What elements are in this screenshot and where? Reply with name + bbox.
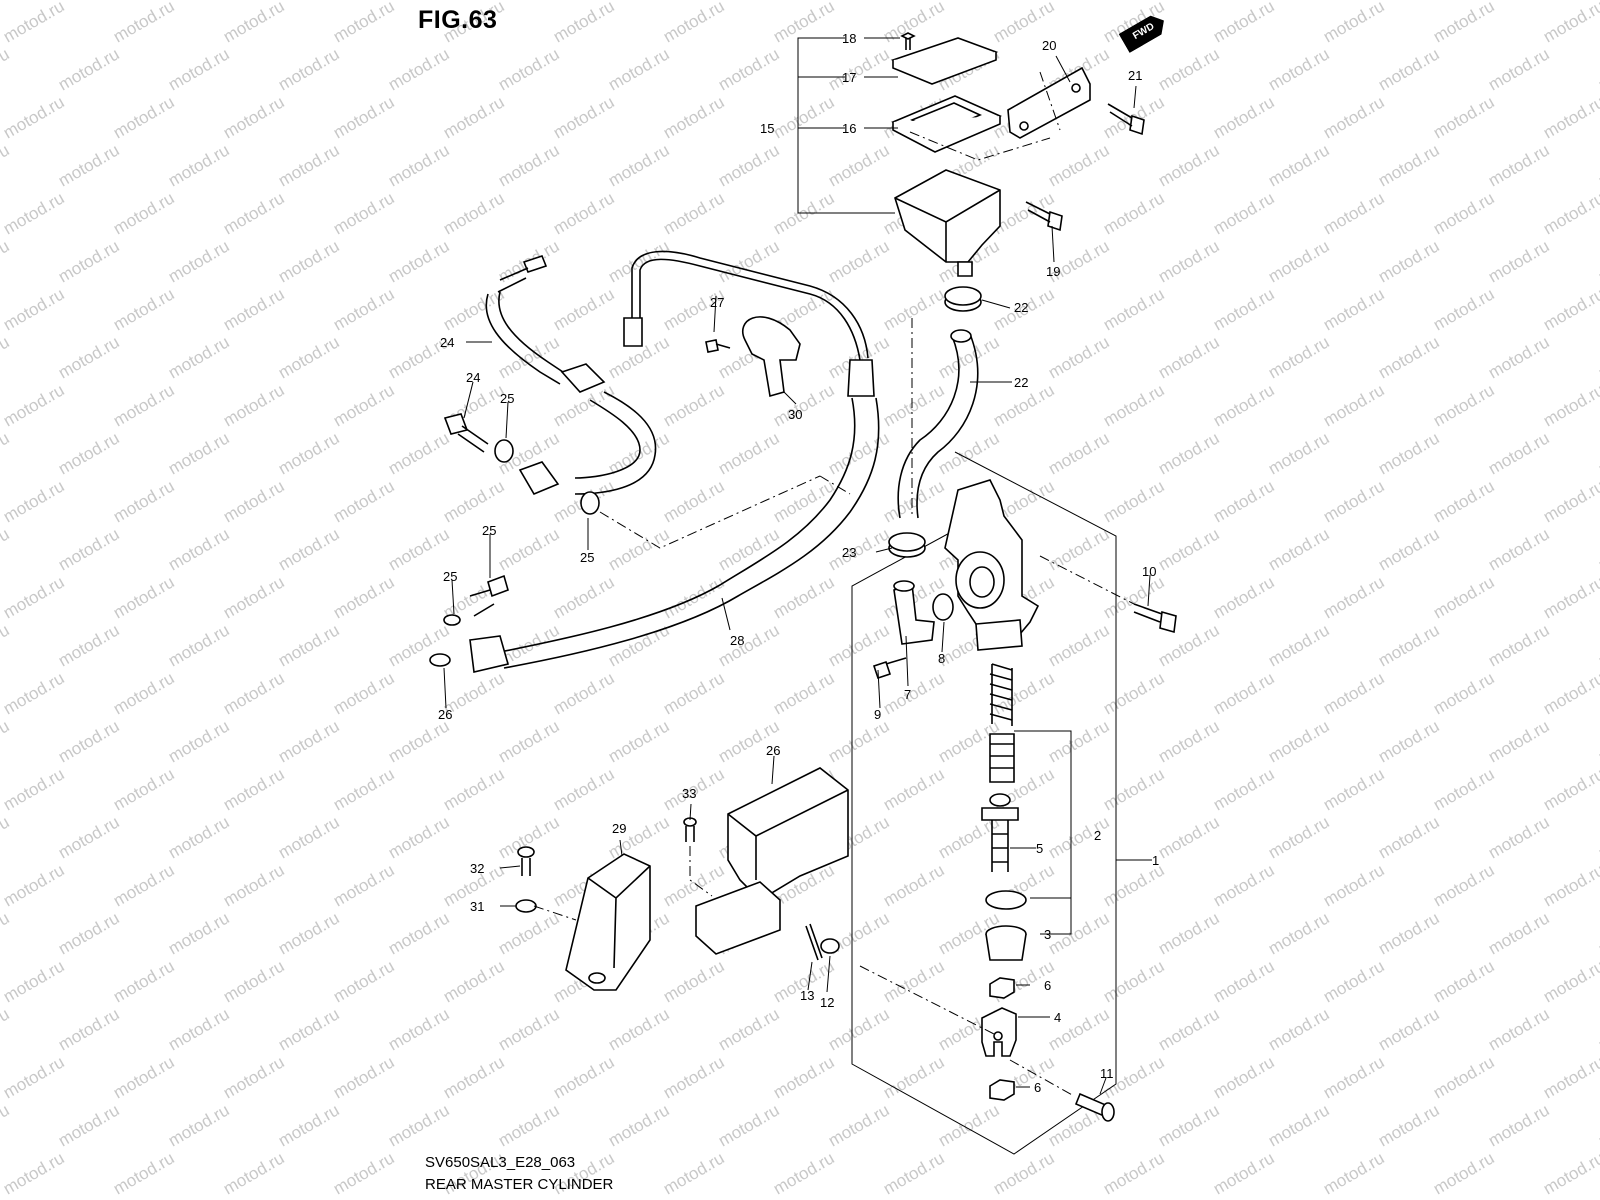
hose-clamp-top <box>944 286 982 312</box>
callout-13: 13 <box>800 988 814 1003</box>
screw-10 <box>1133 603 1177 634</box>
callout-28: 28 <box>730 633 744 648</box>
screw-33 <box>683 817 697 842</box>
union-bolt-24-top <box>443 413 489 453</box>
leader-lines <box>443 37 1152 1095</box>
callout-8: 8 <box>938 651 945 666</box>
callout-27: 27 <box>710 295 724 310</box>
callout-4: 4 <box>1054 1010 1061 1025</box>
callout-25-b: 25 <box>580 550 594 565</box>
hose-guide-30 <box>742 316 801 398</box>
brake-hose-23 <box>485 255 657 496</box>
return-spring <box>989 663 1013 726</box>
callout-6-top: 6 <box>1044 978 1051 993</box>
callout-30: 30 <box>788 407 802 422</box>
cover-26 <box>695 767 849 955</box>
piston <box>989 733 1015 783</box>
callout-25-d: 26 <box>438 707 452 722</box>
callout-17: 18 <box>842 31 856 46</box>
callout-2: 2 <box>1094 828 1101 843</box>
reservoir-body <box>894 169 1001 277</box>
callout-19: 20 <box>1042 38 1056 53</box>
figure-title: FIG.63 <box>418 6 498 34</box>
callout-29: 29 <box>612 821 626 836</box>
screw-9 <box>872 657 907 680</box>
callout-33: 33 <box>682 786 696 801</box>
boot-3 <box>985 925 1027 961</box>
diagram-title: REAR MASTER CYLINDER <box>425 1176 614 1193</box>
bolt-27 <box>705 339 731 353</box>
callout-14: 15 <box>760 121 774 136</box>
washer-25-d <box>429 653 451 667</box>
callout-12: 12 <box>820 995 834 1010</box>
callout-20: 21 <box>1128 68 1142 83</box>
callout-23: 24 <box>440 335 454 350</box>
screw-32 <box>517 846 535 876</box>
callout-3: 3 <box>1044 927 1051 942</box>
snap-ring <box>985 890 1027 910</box>
callout-24-low: 25 <box>482 523 496 538</box>
union-bolt-24-low <box>469 574 509 617</box>
o-ring-8 <box>932 593 954 621</box>
callout-10: 10 <box>1142 564 1156 579</box>
callout-25-c: 25 <box>443 569 457 584</box>
nut-6-top <box>989 977 1015 999</box>
reservoir-cap <box>890 37 999 85</box>
alignment-lines <box>533 71 1135 1097</box>
callout-11: 11 <box>1100 1066 1114 1081</box>
reservoir-hose <box>897 329 979 519</box>
heel-guard-29 <box>565 853 651 991</box>
master-cylinder-body <box>944 479 1040 651</box>
cap-screw-17 <box>900 32 916 50</box>
washer-25-b <box>580 491 600 515</box>
inlet-connector-7 <box>893 580 935 645</box>
reservoir-diaphragm-plate <box>891 95 1002 153</box>
bolt-18 <box>1025 201 1063 232</box>
washer-12 <box>820 938 840 954</box>
brake-pipe-28 <box>469 250 880 673</box>
washer-25-c <box>443 614 461 626</box>
washer-31 <box>515 899 537 913</box>
reservoir-bracket-19 <box>1007 66 1091 139</box>
nut-6-bottom <box>989 1079 1015 1101</box>
push-rod-5 <box>981 793 1019 872</box>
callout-5: 5 <box>1036 841 1043 856</box>
group-bracket-14 <box>797 37 895 214</box>
pin-11 <box>1074 1092 1115 1122</box>
callout-15: 16 <box>842 121 856 136</box>
callout-16: 17 <box>842 70 856 85</box>
cotter-pin-13 <box>805 923 823 961</box>
callout-18: 19 <box>1046 264 1060 279</box>
callout-25-a: 25 <box>500 391 514 406</box>
callout-22-top: 22 <box>1014 300 1028 315</box>
callout-labels: 18 17 15 16 20 21 19 22 22 23 24 24 25 2… <box>438 31 1159 1095</box>
diagram-code: SV650SAL3_E28_063 <box>425 1154 576 1171</box>
bolt-20 <box>1107 103 1145 136</box>
callout-22-bottom: 23 <box>842 545 856 560</box>
callout-6-bottom: 6 <box>1034 1080 1041 1095</box>
clevis-4 <box>981 1007 1017 1057</box>
callout-32: 32 <box>470 861 484 876</box>
callout-26: 26 <box>766 743 780 758</box>
hose-clamp-bottom <box>888 532 926 558</box>
callout-7: 7 <box>904 687 911 702</box>
callout-21: 22 <box>1014 375 1028 390</box>
group-bracket-1 <box>851 451 1117 1155</box>
washer-25-a <box>494 439 514 463</box>
callout-24-top: 24 <box>466 370 480 385</box>
callout-1: 1 <box>1152 853 1159 868</box>
callout-31: 31 <box>470 899 484 914</box>
callout-9: 9 <box>874 707 881 722</box>
